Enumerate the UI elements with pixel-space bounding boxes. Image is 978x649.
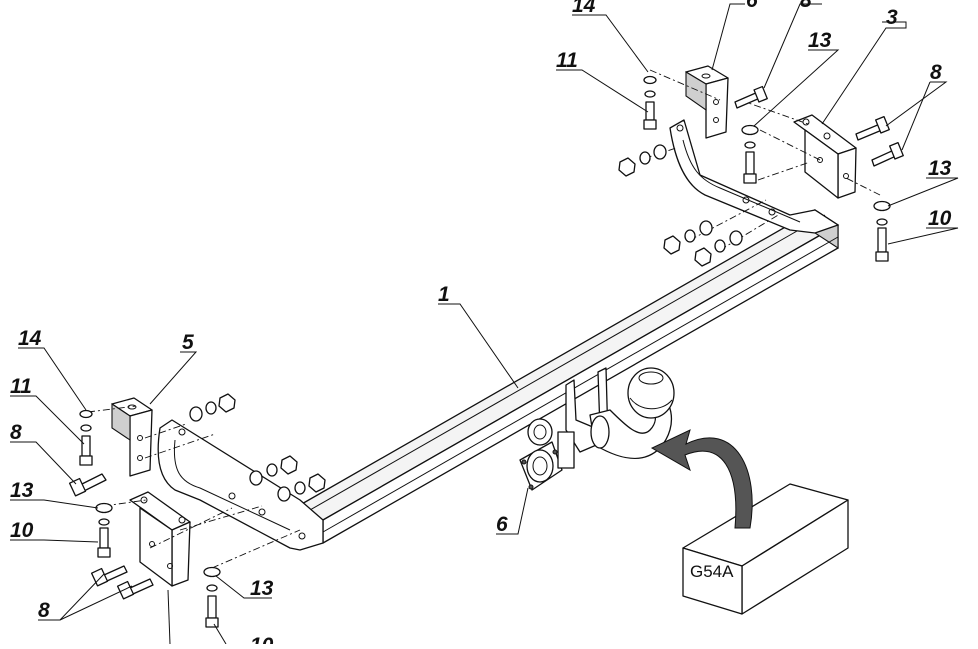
box-label: G54A xyxy=(690,562,734,581)
alignment-lines-right xyxy=(639,69,881,251)
crossbar-part-1 xyxy=(298,208,840,544)
callout-14-left: 14 xyxy=(18,327,42,350)
callout-3: 3 xyxy=(886,6,898,29)
callout-13-left: 13 xyxy=(10,479,34,502)
socket-plate-part-6 xyxy=(519,418,575,491)
callout-11-left: 11 xyxy=(10,375,32,398)
leader-lines xyxy=(10,3,959,645)
arrow-icon xyxy=(650,429,753,529)
callout-8-right: 8 xyxy=(930,61,942,84)
callout-14-top: 14 xyxy=(572,0,596,17)
callout-10-bottom: 10 xyxy=(250,634,274,644)
callout-13-top: 13 xyxy=(808,29,832,52)
callout-1: 1 xyxy=(438,283,450,306)
left-side-arm xyxy=(157,419,324,551)
callout-5: 5 xyxy=(182,331,194,354)
callout-8-lower: 8 xyxy=(38,599,50,622)
callout-6-top: 6 xyxy=(746,0,758,12)
callout-8-left: 8 xyxy=(10,421,22,444)
bracket-lower-left xyxy=(129,491,191,587)
fasteners-right xyxy=(618,75,904,267)
bracket-part-5 xyxy=(111,397,153,477)
callout-8-top: 8 xyxy=(800,0,812,12)
callout-11-top: 11 xyxy=(556,49,578,72)
fasteners-left xyxy=(68,393,326,628)
bracket-part-3 xyxy=(793,114,857,199)
callout-10-left: 10 xyxy=(10,519,34,542)
callout-13-lower: 13 xyxy=(250,577,274,600)
callout-13-right: 13 xyxy=(928,157,952,180)
callout-labels: 14 6 8 3 11 13 8 13 10 1 14 5 11 8 13 10… xyxy=(10,0,952,649)
alignment-lines-left xyxy=(87,405,301,569)
right-side-arm xyxy=(669,119,839,234)
callout-10-right: 10 xyxy=(928,207,952,230)
callout-6-bottom: 6 xyxy=(496,513,508,536)
bracket-part-6-right xyxy=(685,65,729,139)
g54a-box: G54A xyxy=(682,483,849,615)
